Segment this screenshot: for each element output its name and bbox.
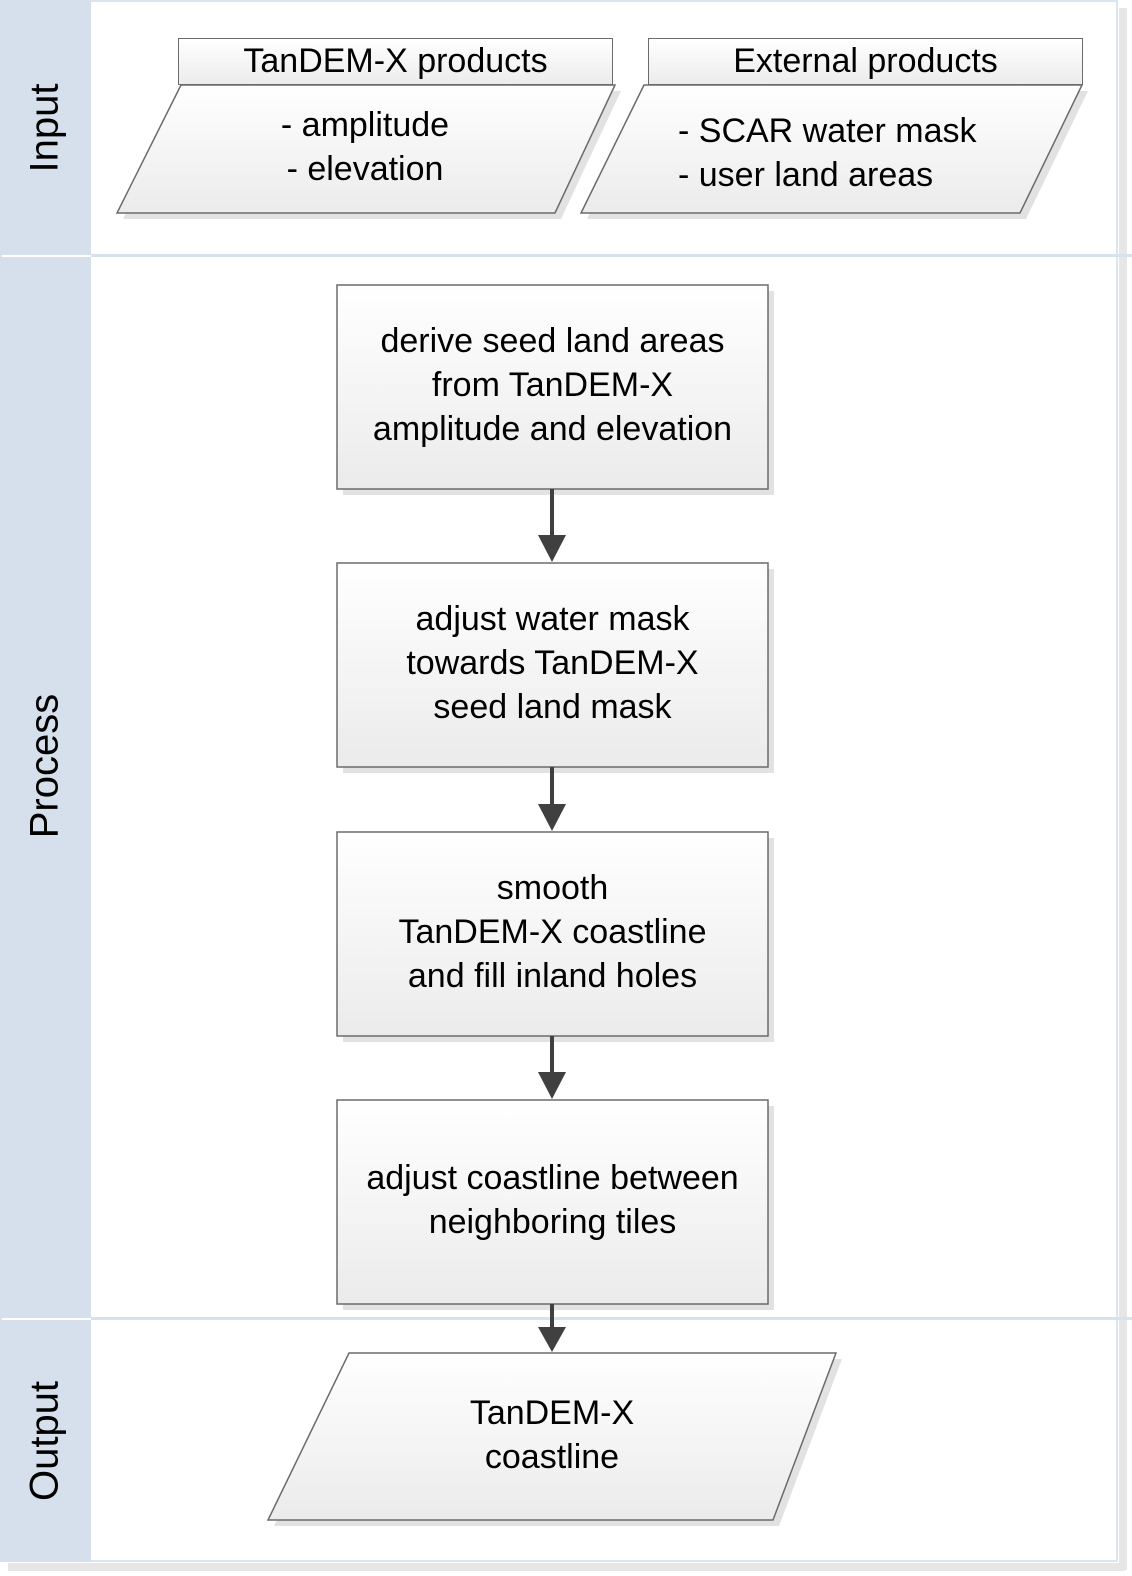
step-line: amplitude and elevation	[372, 410, 733, 448]
process-box-1	[336, 284, 774, 495]
input-line: - elevation	[286, 150, 444, 188]
arrow-step3-to-step4	[538, 1036, 566, 1099]
input-text-external: - SCAR water mask - user land areas	[660, 109, 1030, 197]
lane-process: Process	[0, 257, 1118, 1318]
frame-shadow-right	[1119, 8, 1127, 1570]
input-line: - amplitude	[280, 106, 450, 144]
lane-header-process: Process	[0, 257, 91, 1318]
step-line: adjust water mask	[415, 600, 690, 638]
process-box-4	[336, 1099, 774, 1310]
lane-header-output: Output	[0, 1320, 91, 1562]
step-line: towards TanDEM-X	[406, 644, 699, 682]
step-line: TanDEM-X coastline	[398, 913, 707, 951]
step-line: neighboring tiles	[428, 1203, 677, 1241]
step-line: smooth	[496, 869, 609, 907]
step-line: seed land mask	[433, 688, 672, 726]
process-step-4-text: adjust coastline between neighboring til…	[337, 1156, 768, 1244]
input-text-tandemx: - amplitude - elevation	[200, 103, 530, 191]
lane-header-input: Input	[0, 0, 91, 255]
input-header-tandemx: TanDEM-X products	[178, 38, 613, 85]
lane-input: Input	[0, 0, 1118, 255]
output-shape	[266, 1352, 838, 1521]
step-line: from TanDEM-X	[431, 366, 674, 404]
input-shape-tandemx	[115, 84, 617, 214]
process-step-3-text: smooth TanDEM-X coastline and fill inlan…	[337, 866, 768, 998]
output-text: TanDEM-X coastline	[400, 1391, 704, 1479]
arrow-step2-to-step3	[538, 767, 566, 831]
step-line: adjust coastline between	[366, 1159, 739, 1197]
arrow-step1-to-step2	[538, 489, 566, 562]
input-line: - user land areas	[678, 156, 934, 194]
input-header-external: External products	[648, 38, 1083, 85]
frame-shadow	[8, 1563, 1125, 1571]
input-line: - SCAR water mask	[678, 112, 977, 150]
lane-output: Output	[0, 1320, 1118, 1562]
lane-divider	[91, 254, 1132, 257]
process-step-2-text: adjust water mask towards TanDEM-X seed …	[337, 597, 768, 729]
process-box-2	[336, 562, 774, 773]
step-line: and fill inland holes	[407, 957, 698, 995]
input-shape-external	[579, 84, 1084, 214]
step-line: derive seed land areas	[380, 322, 725, 360]
process-step-1-text: derive seed land areas from TanDEM-X amp…	[337, 319, 768, 451]
lane-divider	[91, 1317, 1132, 1320]
output-line: TanDEM-X	[469, 1394, 635, 1432]
output-line: coastline	[484, 1438, 620, 1476]
arrow-step4-to-output	[538, 1304, 566, 1352]
process-box-3	[336, 831, 774, 1042]
